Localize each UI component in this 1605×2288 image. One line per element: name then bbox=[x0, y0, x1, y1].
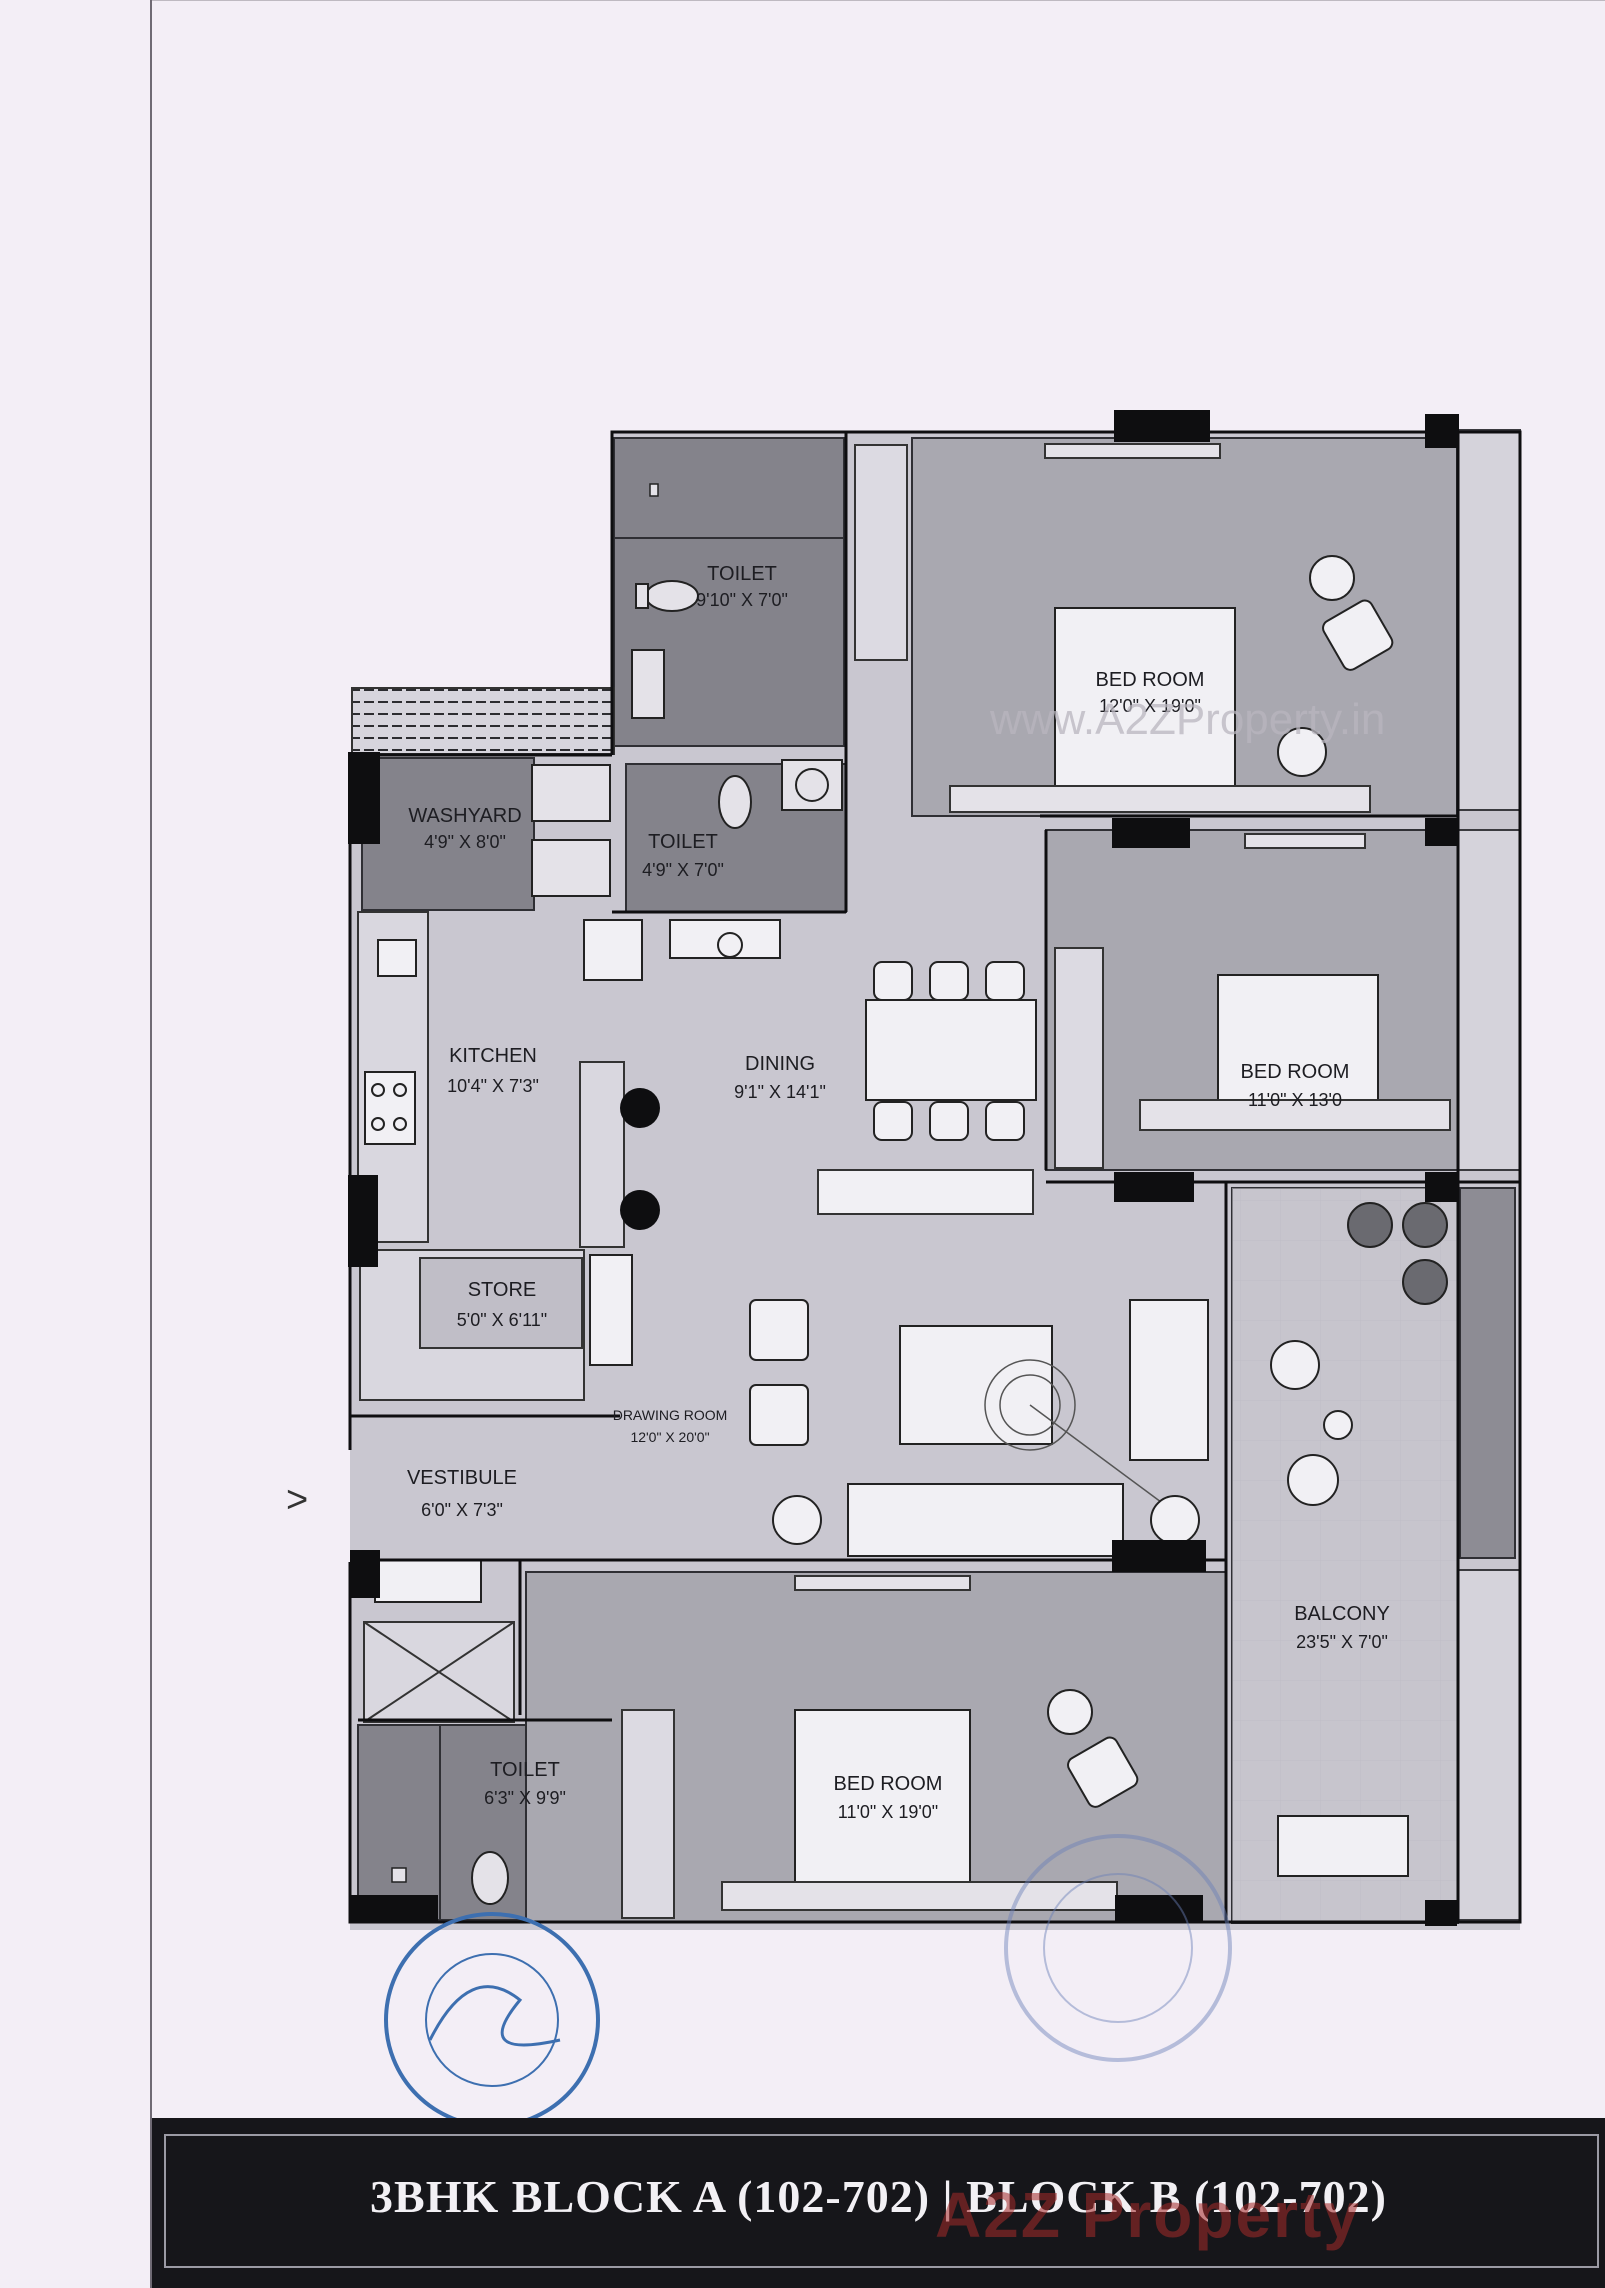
dim-balcony: 23'5" X 7'0" bbox=[1296, 1632, 1388, 1652]
dim-toilet-2: 4'9" X 7'0" bbox=[642, 860, 724, 880]
dim-bedroom-2: 11'0" X 13'0 bbox=[1248, 1090, 1342, 1110]
toilet-2-area bbox=[625, 759, 847, 913]
label-vestibule: VESTIBULE bbox=[407, 1467, 517, 1489]
label-store: STORE bbox=[468, 1279, 537, 1301]
label-bedroom-3: BED ROOM bbox=[834, 1773, 943, 1795]
footer-bar: 3BHK BLOCK A (102-702) | BLOCK B (102-70… bbox=[152, 2118, 1605, 2288]
footer-frame bbox=[164, 2134, 1599, 2268]
label-kitchen: KITCHEN bbox=[449, 1045, 537, 1067]
company-stamp-right bbox=[1004, 1834, 1232, 2062]
sheet-left-border bbox=[150, 0, 152, 2288]
label-balcony: BALCONY bbox=[1294, 1603, 1390, 1625]
bedroom-2-terrace bbox=[1457, 829, 1521, 1171]
bedroom-3-area bbox=[525, 1571, 1227, 1923]
drawing-room-furniture bbox=[749, 1299, 1209, 1557]
shoe-rack bbox=[374, 1559, 482, 1603]
bedroom-3-terrace bbox=[1457, 1569, 1521, 1921]
store-area bbox=[359, 1249, 633, 1401]
dim-toilet-3: 6'3" X 9'9" bbox=[484, 1788, 566, 1808]
watermark-footer: A2Z Property bbox=[935, 2179, 1361, 2251]
bedroom-2-area bbox=[1045, 829, 1459, 1171]
bedroom-1-area bbox=[911, 437, 1458, 817]
dim-bedroom-1: 12'0" X 19'0" bbox=[1099, 696, 1201, 716]
footer-title: 3BHK BLOCK A (102-702) | BLOCK B (102-70… bbox=[370, 2171, 1387, 2222]
toilet-1-area bbox=[613, 437, 845, 747]
dining-area bbox=[817, 961, 1037, 1215]
label-bedroom-1: BED ROOM bbox=[1096, 669, 1205, 691]
label-toilet-2: TOILET bbox=[648, 831, 718, 853]
label-toilet-3: TOILET bbox=[490, 1759, 560, 1781]
cabinet-cross-2 bbox=[363, 1621, 515, 1723]
label-washyard: WASHYARD bbox=[408, 805, 521, 827]
dim-washyard: 4'9" X 8'0" bbox=[424, 832, 506, 852]
dim-dining: 9'1" X 14'1" bbox=[734, 1082, 826, 1102]
wardrobe-1 bbox=[854, 444, 908, 661]
label-toilet-1: TOILET bbox=[707, 563, 777, 585]
sheet-top-edge bbox=[150, 0, 1605, 1]
watermark-top: www.A2ZProperty.in bbox=[990, 695, 1386, 744]
label-dining: DINING bbox=[745, 1053, 815, 1075]
dim-drawing-room: 12'0" X 20'0" bbox=[630, 1429, 709, 1445]
dim-vestibule: 6'0" X 7'3" bbox=[421, 1500, 503, 1520]
washyard-area bbox=[361, 757, 611, 911]
dim-bedroom-3: 11'0" X 19'0" bbox=[838, 1802, 938, 1822]
dim-toilet-1: 9'10" X 7'0" bbox=[696, 590, 788, 610]
kitchen-area bbox=[357, 911, 781, 1248]
columns bbox=[348, 410, 1459, 1926]
washyard-railing bbox=[351, 687, 615, 755]
label-bedroom-2: BED ROOM bbox=[1241, 1061, 1350, 1083]
label-drawing-room: DRAWING ROOM bbox=[613, 1407, 728, 1423]
dim-store: 5'0" X 6'11" bbox=[457, 1310, 547, 1330]
bedroom-1-terrace bbox=[1457, 429, 1521, 811]
entry-marker: > bbox=[286, 1479, 308, 1521]
dim-kitchen: 10'4" X 7'3" bbox=[447, 1076, 539, 1096]
company-stamp-left bbox=[384, 1912, 600, 2128]
